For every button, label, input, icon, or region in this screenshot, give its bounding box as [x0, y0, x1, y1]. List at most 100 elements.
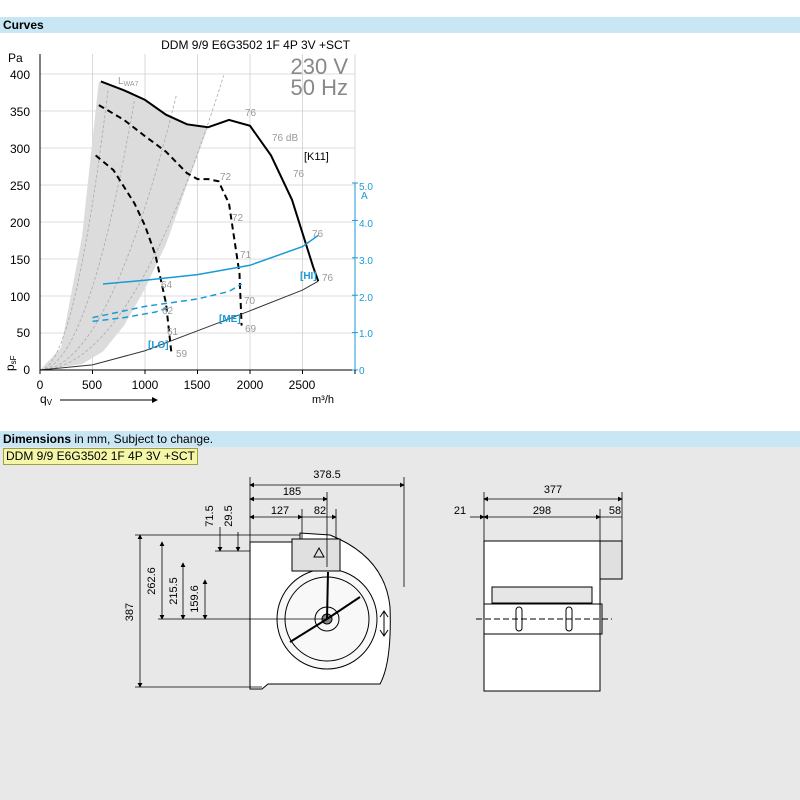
- y-axis-unit: Pa: [8, 51, 23, 65]
- sound-label: 76: [245, 108, 257, 119]
- sound-label: 59: [176, 349, 188, 360]
- dim-front-width: 378.5: [313, 469, 341, 481]
- chart-curves: [39, 80, 320, 371]
- current-tick-label: 1.0: [359, 329, 373, 340]
- x-tick-labels: 0 500 1000 1500 2000 2500: [37, 378, 316, 392]
- front-view: [249, 532, 391, 690]
- current-axis-unit: A: [361, 191, 368, 202]
- dim-159-6: 159.6: [189, 585, 201, 613]
- dimensions-panel: [0, 447, 800, 800]
- x-axis-label: qV: [40, 392, 53, 407]
- shaded-region: [40, 81, 208, 371]
- current-tick-labels: 0 1.0 2.0 3.0 4.0 5.0: [359, 182, 373, 377]
- dim-185: 185: [283, 486, 301, 498]
- sound-label: 76 dB: [272, 133, 298, 144]
- series-line: [92, 283, 242, 319]
- slot-1: [515, 606, 523, 632]
- sound-label: 70: [244, 296, 256, 307]
- tag-k11: [K11]: [304, 151, 329, 163]
- dim-71-5: 71.5: [204, 505, 216, 526]
- dim-21: 21: [454, 505, 466, 517]
- dim-262-6: 262.6: [146, 567, 158, 595]
- y-axis-label: psF: [3, 355, 18, 371]
- current-tick-label: 5.0: [359, 182, 373, 193]
- y-tick-label: 200: [10, 216, 30, 230]
- x-tick-label: 1500: [184, 378, 211, 392]
- y-tick-label: 100: [10, 290, 30, 304]
- dim-215-5: 215.5: [168, 577, 180, 605]
- terminal-box: [291, 538, 341, 572]
- dim-298: 298: [533, 505, 551, 517]
- current-tick-label: 3.0: [359, 256, 373, 267]
- chart-model-title: DDM 9/9 E6G3502 1F 4P 3V +SCT: [161, 38, 351, 52]
- dimension-drawing: 378.5 185 127 82 387 262.6 215.5 159.6 7…: [124, 469, 623, 692]
- series-line: [95, 154, 173, 352]
- motor-struts: [289, 571, 361, 643]
- fan-curve-chart: DDM 9/9 E6G3502 1F 4P 3V +SCT 230 V 50 H…: [3, 38, 373, 407]
- sound-labels: 76 76 dB 76 76 76 72 72 71 70 69 64 62 6…: [161, 108, 334, 360]
- x-tick-label: 2500: [289, 378, 316, 392]
- x-axis-unit: m³/h: [312, 394, 334, 406]
- side-housing: [483, 540, 601, 692]
- curves-section-title: Curves: [3, 18, 44, 32]
- system-curve: [39, 100, 135, 371]
- y-tick-label: 350: [10, 105, 30, 119]
- y-tick-label: 0: [23, 363, 30, 377]
- y-tick-label: 50: [17, 326, 31, 340]
- side-terminal-box: [599, 540, 623, 580]
- sound-label: 76: [293, 169, 305, 180]
- tag-me: [ME]: [219, 314, 241, 325]
- sound-label: 62: [162, 306, 174, 317]
- slot-2: [565, 606, 573, 632]
- sound-label: 69: [245, 324, 257, 335]
- y-tick-label: 400: [10, 68, 30, 82]
- chart-grid: [39, 54, 356, 371]
- sound-label: 61: [167, 327, 179, 338]
- series-line: [102, 234, 319, 285]
- series-line: [39, 280, 319, 371]
- sound-label: 76: [322, 273, 334, 284]
- chart-frequency: 50 Hz: [291, 75, 348, 100]
- dimensions-section-title: Dimensions: [3, 432, 72, 446]
- current-tick-label: 2.0: [359, 293, 373, 304]
- chart-voltage: 230 V: [291, 54, 349, 79]
- chart-axes: [39, 54, 358, 374]
- series-line: [98, 104, 243, 326]
- x-tick-label: 2000: [237, 378, 264, 392]
- x-tick-label: 1000: [132, 378, 159, 392]
- system-curve: [39, 94, 177, 371]
- tag-lo: [LO]: [148, 340, 169, 351]
- x-tick-label: 500: [82, 378, 102, 392]
- tag-hi: [HI]: [300, 271, 317, 282]
- sound-label: 76: [312, 229, 324, 240]
- dimensions-section-header: Dimensions in mm, Subject to change.: [0, 431, 800, 447]
- current-tick-label: 0: [359, 366, 365, 377]
- svg-text:psF: psF: [3, 355, 18, 371]
- dim-82: 82: [314, 505, 326, 517]
- warning-triangle: [313, 546, 325, 558]
- dim-58: 58: [609, 505, 621, 517]
- front-dimension-labels: 378.5 185 127 82 387 262.6 215.5 159.6 7…: [124, 469, 341, 621]
- sound-label: 72: [220, 172, 232, 183]
- dimensions-model-tag: DDM 9/9 E6G3502 1F 4P 3V +SCT: [3, 448, 198, 465]
- dim-387: 387: [124, 603, 136, 621]
- current-tick-label: 4.0: [359, 219, 373, 230]
- system-curve: [39, 88, 109, 371]
- rotation-arrow: [379, 610, 389, 637]
- sound-label: 72: [232, 213, 244, 224]
- y-tick-labels: 0 50 100 150 200 250 300 350 400: [10, 68, 30, 377]
- y-tick-label: 300: [10, 142, 30, 156]
- side-dimension-lines: [470, 492, 623, 541]
- x-axis-arrow-head: [152, 397, 158, 403]
- dim-377: 377: [544, 484, 562, 496]
- series-line: [100, 80, 320, 282]
- y-tick-label: 150: [10, 253, 30, 267]
- sound-label: 71: [240, 250, 252, 261]
- lwa-label: LWA7: [118, 76, 139, 88]
- side-view: [476, 540, 623, 692]
- dimensions-note: in mm, Subject to change.: [71, 432, 214, 446]
- dim-127: 127: [271, 505, 289, 517]
- curves-section-header: Curves: [0, 17, 800, 33]
- x-tick-label: 0: [37, 378, 44, 392]
- sound-label: 64: [161, 280, 173, 291]
